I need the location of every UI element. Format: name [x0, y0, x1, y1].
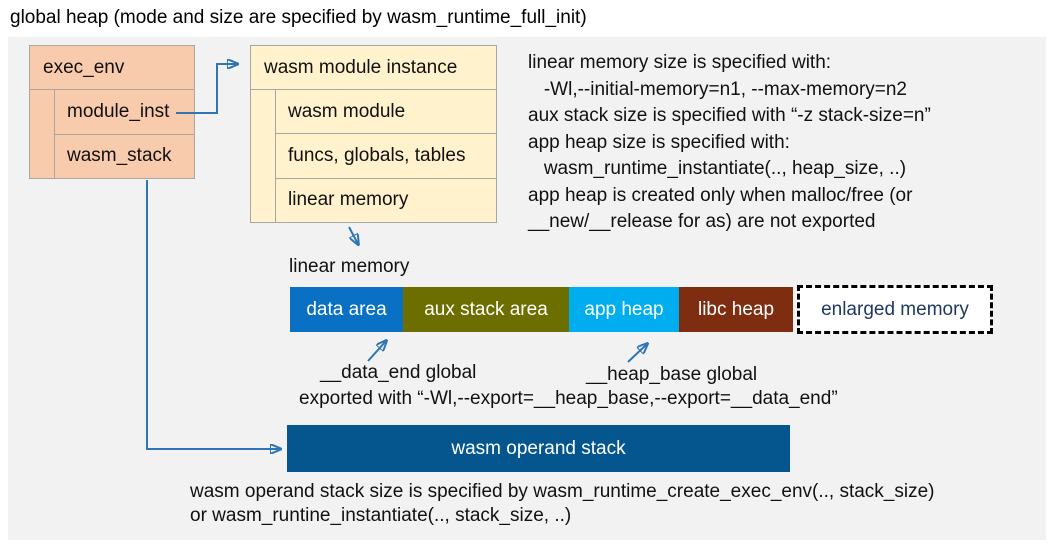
linear-memory-bar: data area aux stack area app heap libc h… — [290, 285, 993, 334]
note-line: aux stack size is specified with “-z sta… — [528, 105, 931, 126]
module-instance-row-wasm-module: wasm module — [275, 90, 496, 134]
module-instance-header: wasm module instance — [251, 46, 496, 90]
module-instance-row-funcs-globals-tables: funcs, globals, tables — [275, 133, 496, 178]
note-line: wasm operand stack size is specified by … — [190, 481, 935, 502]
notes-bottom: wasm operand stack size is specified by … — [190, 480, 935, 528]
module-instance-row-linear-memory: linear memory — [275, 177, 496, 222]
data-end-global-label: __data_end global — [320, 362, 477, 383]
module-instance-box: wasm module instance wasm module funcs, … — [250, 45, 497, 223]
note-line: __new/__release for as) are not exported — [528, 211, 876, 232]
note-line: app heap is created only when malloc/fre… — [528, 184, 913, 206]
memory-segment-data-area: data area — [290, 287, 403, 332]
linear-memory-label: linear memory — [289, 256, 410, 277]
notes-right: linear memory size is specified with: -W… — [528, 50, 931, 236]
page-title: global heap (mode and size are specified… — [10, 7, 587, 28]
note-line: linear memory size is specified with: — [528, 52, 832, 73]
exec-env-header: exec_env — [30, 46, 194, 90]
heap-base-global-label: __heap_base global — [586, 364, 758, 385]
memory-segment-aux-stack-area: aux stack area — [403, 287, 569, 332]
wasm-operand-stack-bar: wasm operand stack — [287, 425, 790, 472]
exec-env-box: exec_env module_inst wasm_stack — [29, 45, 195, 179]
note-line: app heap size is specified with: — [528, 131, 790, 153]
memory-segment-enlarged-memory: enlarged memory — [797, 285, 993, 334]
export-note-label: exported with “-Wl,--export=__heap_base,… — [299, 388, 838, 409]
memory-segment-app-heap: app heap — [569, 287, 679, 332]
exec-env-row-wasm-stack: wasm_stack — [54, 133, 194, 178]
exec-env-row-module-inst: module_inst — [54, 90, 194, 134]
note-line: -Wl,--initial-memory=n1, --max-memory=n2 — [528, 78, 907, 100]
note-line: wasm_runtime_instantiate(.., heap_size, … — [528, 158, 907, 179]
note-line: or wasm_runtine_instantiate(.., stack_si… — [190, 505, 572, 526]
memory-segment-libc-heap: libc heap — [679, 287, 793, 332]
